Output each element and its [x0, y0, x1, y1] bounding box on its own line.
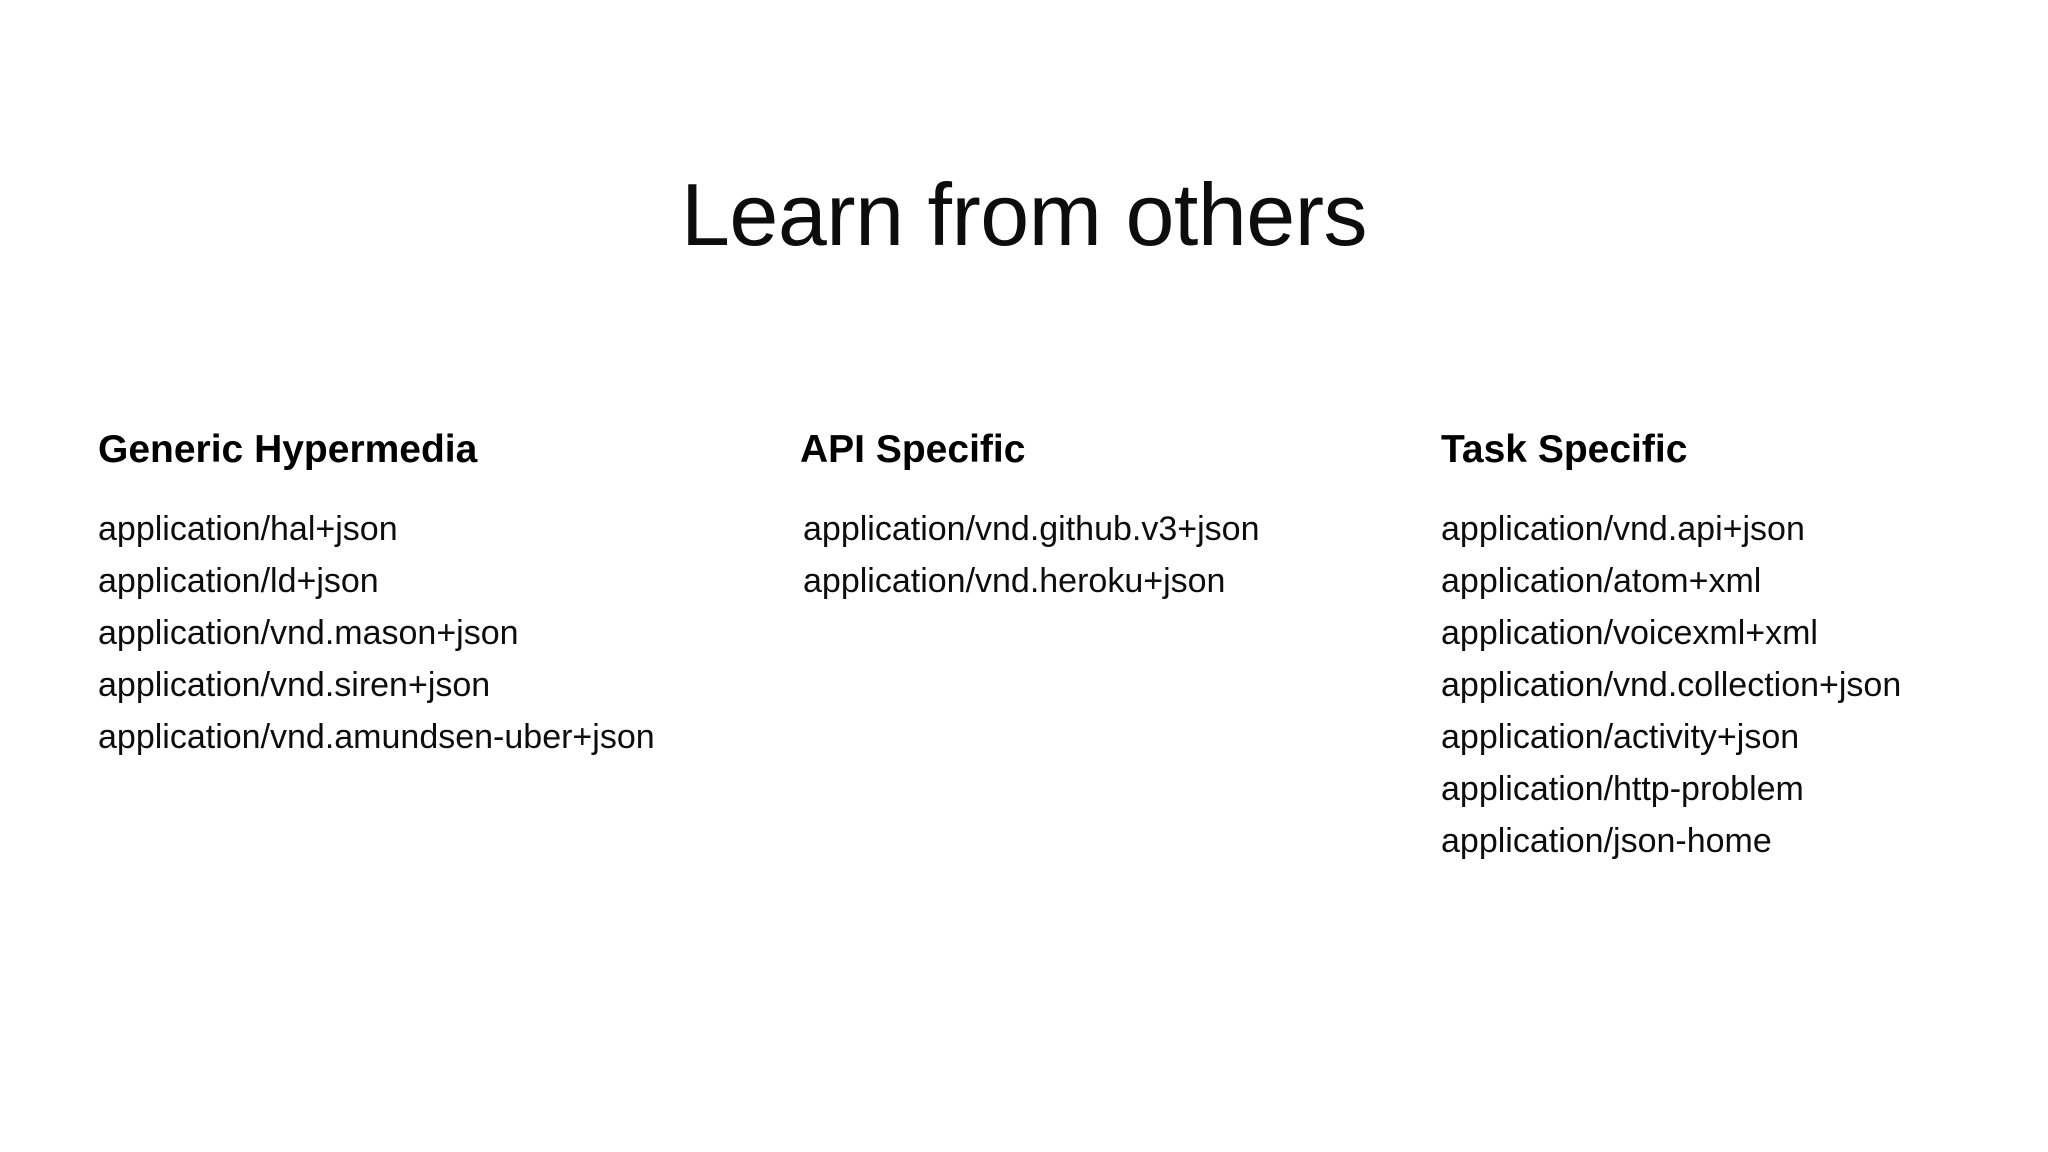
column-heading: API Specific	[800, 428, 1026, 471]
list-item: application/voicexml+xml	[1441, 614, 1818, 652]
list-item: application/hal+json	[98, 510, 398, 548]
column-heading: Task Specific	[1441, 428, 1688, 471]
list-item: application/atom+xml	[1441, 562, 1762, 600]
list-item: application/activity+json	[1441, 718, 1800, 756]
list-item: application/vnd.api+json	[1441, 510, 1805, 548]
media-type-list: application/hal+json application/ld+json…	[98, 503, 758, 763]
list-item: application/ld+json	[98, 562, 379, 600]
list-item: application/vnd.github.v3+json	[803, 510, 1260, 548]
list-item: application/vnd.amundsen-uber+json	[98, 718, 655, 756]
list-item: application/vnd.mason+json	[98, 614, 519, 652]
page-title: Learn from others	[680, 164, 1368, 264]
list-item: application/http-problem	[1441, 770, 1804, 808]
column-task-specific: Task Specific application/vnd.api+json a…	[1441, 430, 2031, 867]
list-item: application/json-home	[1441, 822, 1772, 860]
media-type-list: application/vnd.github.v3+json applicati…	[800, 503, 1420, 607]
column-generic-hypermedia: Generic Hypermedia application/hal+json …	[98, 430, 758, 763]
list-item: application/vnd.collection+json	[1441, 666, 1902, 704]
media-type-list: application/vnd.api+json application/ato…	[1441, 503, 2031, 867]
column-api-specific: API Specific application/vnd.github.v3+j…	[800, 430, 1420, 607]
column-heading: Generic Hypermedia	[98, 428, 478, 471]
content-columns: Generic Hypermedia application/hal+json …	[0, 430, 2048, 910]
list-item: application/vnd.siren+json	[98, 666, 491, 704]
list-item: application/vnd.heroku+json	[803, 562, 1226, 600]
